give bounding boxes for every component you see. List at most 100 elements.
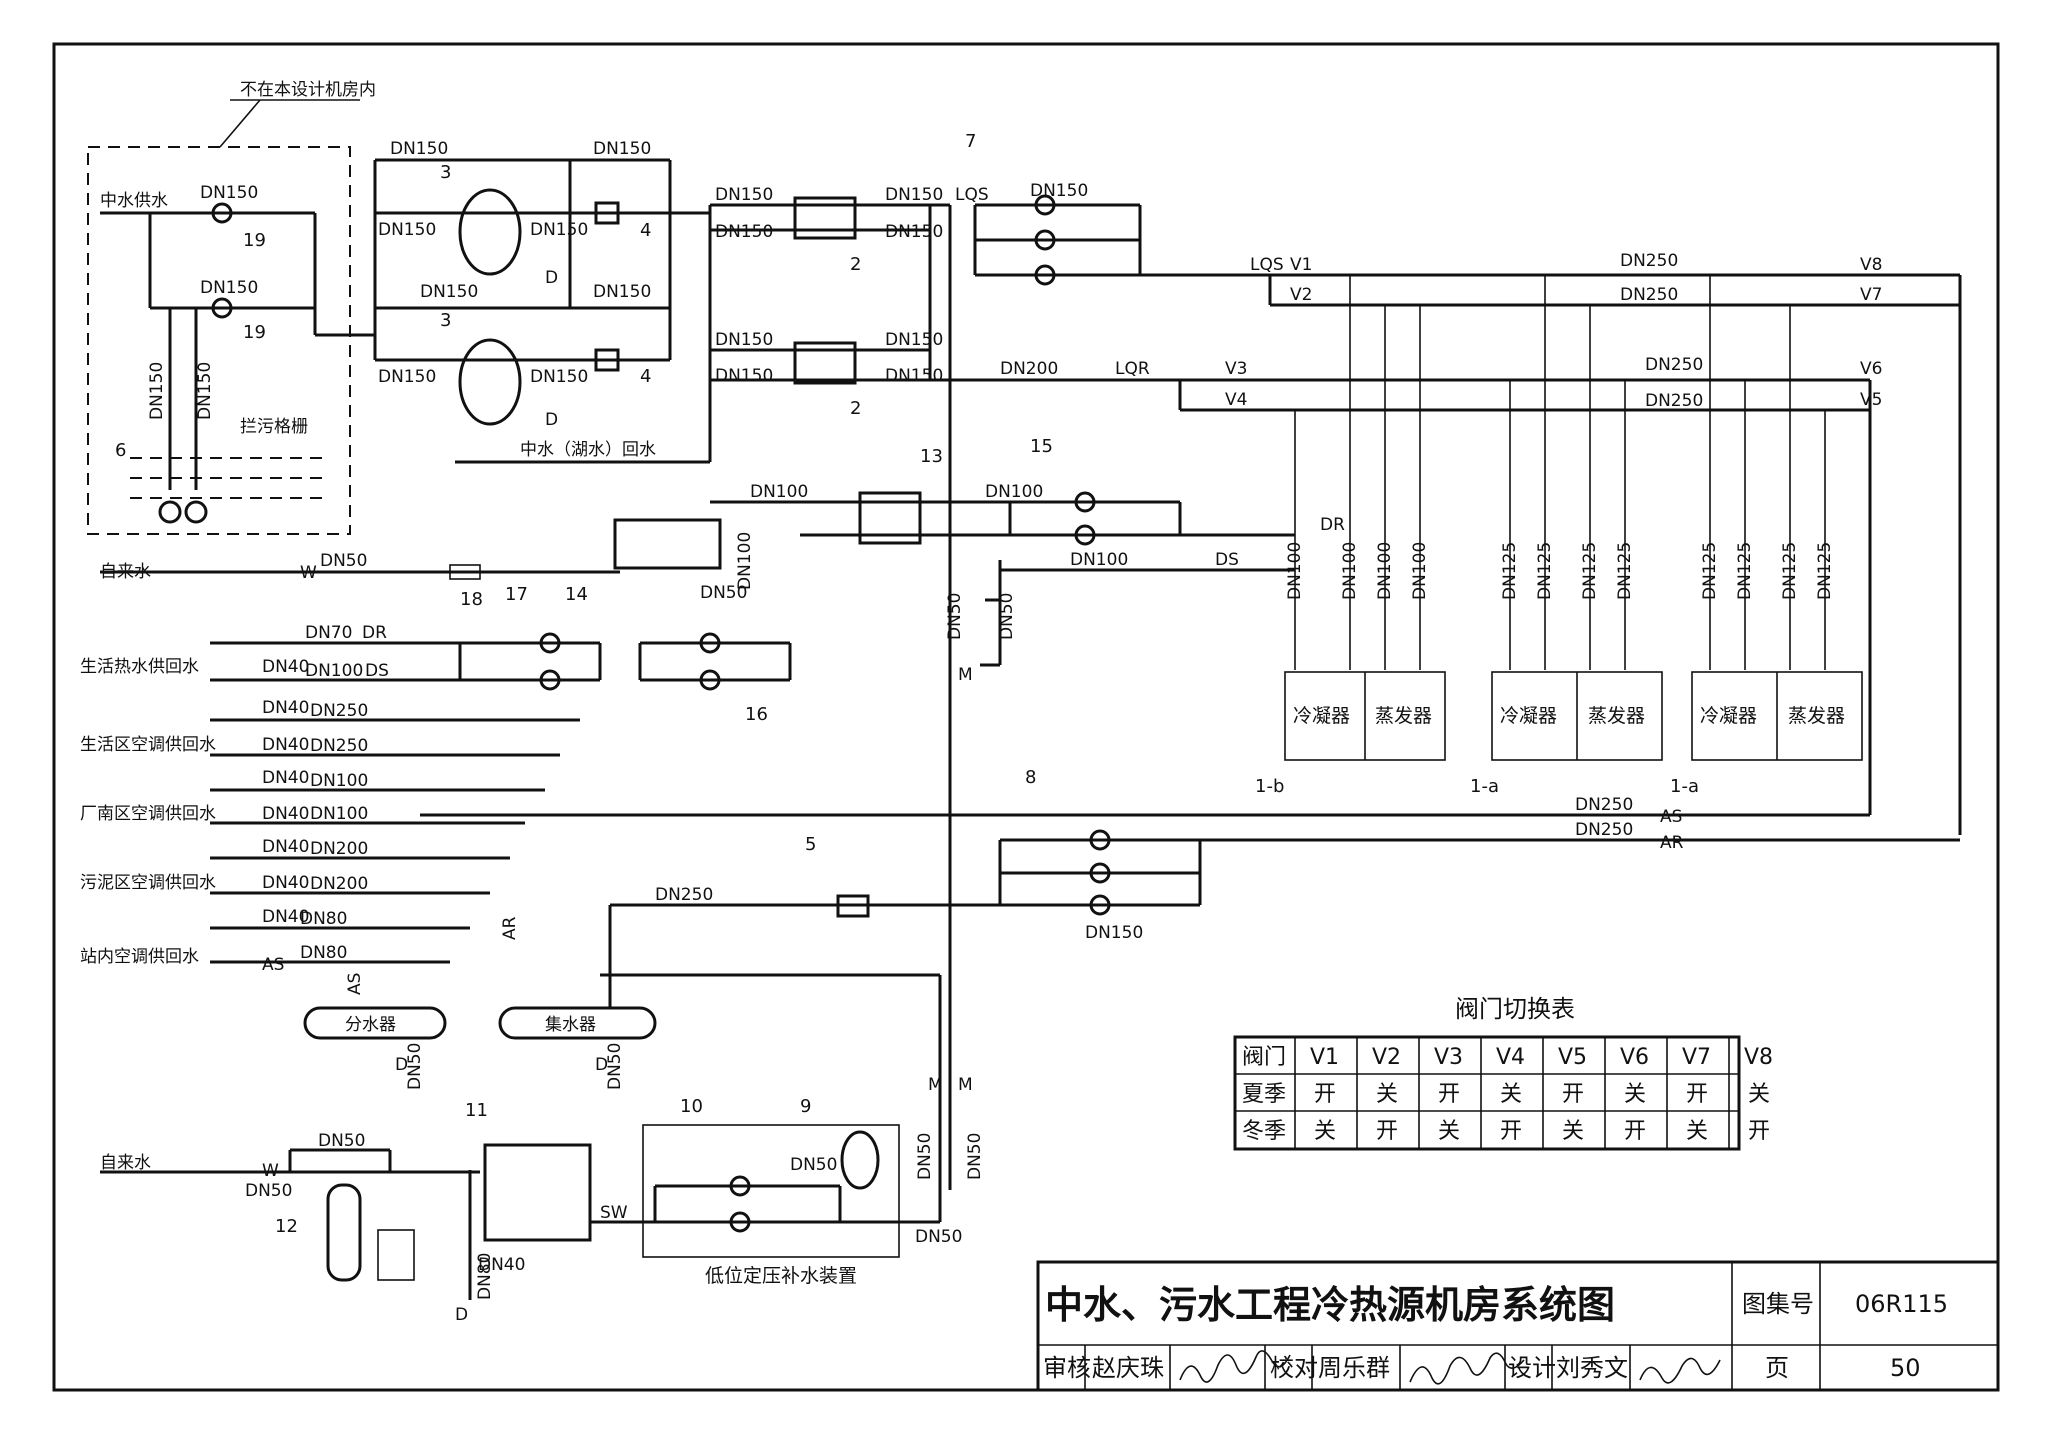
svg-text:DN250: DN250 <box>310 736 368 756</box>
svg-text:DN100: DN100 <box>310 804 368 824</box>
svg-text:DN100: DN100 <box>750 482 808 502</box>
svg-text:DN150: DN150 <box>715 366 773 386</box>
signature-reviewer <box>1179 1350 1291 1383</box>
svg-text:V7: V7 <box>1682 1045 1711 1070</box>
title-block: 中水、污水工程冷热源机房系统图 图集号 06R115 审核 赵庆珠 校对 周乐群… <box>1036 1260 2000 1392</box>
pump-19-a <box>211 202 233 224</box>
svg-text:DN150: DN150 <box>378 220 436 240</box>
svg-text:DN100: DN100 <box>985 482 1043 502</box>
svg-text:关: 关 <box>1562 1119 1584 1144</box>
svg-text:5: 5 <box>805 834 816 855</box>
svg-text:DN40: DN40 <box>262 698 309 718</box>
svg-text:开: 开 <box>1500 1119 1522 1144</box>
signature-checker <box>1409 1352 1525 1385</box>
svg-text:DN150: DN150 <box>885 222 943 242</box>
svg-text:DN50: DN50 <box>605 1043 625 1090</box>
svg-text:关: 关 <box>1438 1119 1460 1144</box>
svg-text:V8: V8 <box>1860 255 1882 275</box>
svg-text:17: 17 <box>505 584 528 605</box>
svg-text:DN70: DN70 <box>305 623 352 643</box>
strainer-4-a <box>594 201 620 225</box>
svg-text:11: 11 <box>465 1100 488 1121</box>
svg-text:蒸发器: 蒸发器 <box>1788 705 1845 727</box>
svg-text:校对: 校对 <box>1270 1354 1318 1382</box>
svg-text:DN125: DN125 <box>1535 542 1555 600</box>
svg-text:AS: AS <box>262 955 284 975</box>
svg-text:13: 13 <box>920 446 943 467</box>
outside-note: 不在本设计机房内 <box>240 80 376 100</box>
svg-text:4: 4 <box>640 220 651 241</box>
hx-group-2: 2 2 DN150 DN150 DN150 DN150 DN150 DN150 … <box>455 185 943 464</box>
pump-group-17 <box>458 632 602 691</box>
svg-text:DN50: DN50 <box>790 1155 837 1175</box>
dhw-exchanger-13: 13 DN100 DN100 15 DN100 DS DR <box>710 436 1345 572</box>
svg-text:DN50: DN50 <box>965 1133 985 1180</box>
svg-text:DN150: DN150 <box>593 139 651 159</box>
svg-text:DN40: DN40 <box>262 837 309 857</box>
svg-text:19: 19 <box>243 322 266 343</box>
svg-text:污泥区空调供回水: 污泥区空调供回水 <box>80 873 216 893</box>
collector: 集水器 DN50 D <box>498 1006 657 1090</box>
svg-text:DN80: DN80 <box>300 909 347 929</box>
svg-text:DN150: DN150 <box>378 367 436 387</box>
svg-text:LQS: LQS <box>955 185 989 205</box>
svg-text:V4: V4 <box>1225 390 1247 410</box>
svg-text:刘秀文: 刘秀文 <box>1556 1354 1628 1382</box>
pump-6-a <box>158 500 182 524</box>
svg-text:DN40: DN40 <box>262 907 309 927</box>
svg-text:DN50: DN50 <box>915 1133 935 1180</box>
svg-text:蒸发器: 蒸发器 <box>1588 705 1645 727</box>
svg-text:V1: V1 <box>1290 255 1312 275</box>
svg-text:AS: AS <box>1660 807 1682 827</box>
svg-text:夏季: 夏季 <box>1242 1082 1286 1107</box>
svg-text:D: D <box>545 268 558 288</box>
svg-text:页: 页 <box>1765 1354 1789 1382</box>
svg-text:V6: V6 <box>1860 359 1882 379</box>
svg-text:4: 4 <box>640 366 651 387</box>
svg-text:阀门: 阀门 <box>1242 1045 1286 1070</box>
svg-text:DN125: DN125 <box>1500 542 1520 600</box>
pump-group-19: 19 19 DN150 DN150 <box>100 183 355 343</box>
svg-text:生活区空调供回水: 生活区空调供回水 <box>80 735 216 755</box>
svg-text:DN150: DN150 <box>1085 923 1143 943</box>
svg-text:DN50: DN50 <box>405 1043 425 1090</box>
svg-text:16: 16 <box>745 704 768 725</box>
pump-6-b <box>184 500 208 524</box>
svg-text:DN40: DN40 <box>478 1255 525 1275</box>
svg-text:DN250: DN250 <box>1575 820 1633 840</box>
svg-text:M: M <box>958 665 973 685</box>
svg-text:1-a: 1-a <box>1670 776 1699 797</box>
svg-text:DN150: DN150 <box>715 330 773 350</box>
label-screen: 拦污格栅 <box>240 417 308 437</box>
svg-text:低位定压补水装置: 低位定压补水装置 <box>705 1265 857 1287</box>
svg-text:AS: AS <box>345 973 365 995</box>
svg-text:DN250: DN250 <box>1645 391 1703 411</box>
svg-text:DN250: DN250 <box>1575 795 1633 815</box>
svg-text:DN100: DN100 <box>735 532 755 590</box>
svg-text:设计: 设计 <box>1508 1354 1556 1382</box>
svg-text:关: 关 <box>1500 1082 1522 1107</box>
svg-text:DN100: DN100 <box>1070 550 1128 570</box>
svg-text:DN125: DN125 <box>1615 542 1635 600</box>
svg-text:1-b: 1-b <box>1255 776 1284 797</box>
svg-text:开: 开 <box>1624 1119 1646 1144</box>
svg-text:关: 关 <box>1748 1082 1770 1107</box>
svg-text:LQR: LQR <box>1115 359 1150 379</box>
svg-text:DN125: DN125 <box>1700 542 1720 600</box>
pump-group-8: 8 DN150 DN250 DN250 AS AR <box>420 767 1960 943</box>
svg-text:关: 关 <box>1624 1082 1646 1107</box>
svg-text:DN125: DN125 <box>1780 542 1800 600</box>
svg-text:DN50: DN50 <box>945 593 965 640</box>
svg-text:DN125: DN125 <box>1815 542 1835 600</box>
left-branches: 生活热水供回水 生活区空调供回水 厂南区空调供回水 污泥区空调供回水 站内空调供… <box>80 623 580 975</box>
svg-text:D: D <box>595 1055 608 1075</box>
distributor: 分水器 DN50 D <box>303 1006 447 1090</box>
svg-text:开: 开 <box>1438 1082 1460 1107</box>
svg-text:M: M <box>958 1075 973 1095</box>
svg-text:V6: V6 <box>1620 1045 1649 1070</box>
svg-text:V4: V4 <box>1496 1045 1525 1070</box>
svg-text:12: 12 <box>275 1216 298 1237</box>
svg-text:1-a: 1-a <box>1470 776 1499 797</box>
svg-text:8: 8 <box>1025 767 1036 788</box>
